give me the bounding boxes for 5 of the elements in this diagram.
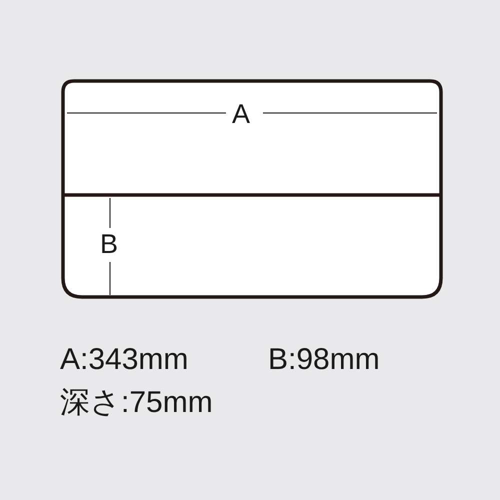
dimension-label: A:343mm: [60, 342, 188, 378]
dimension-label: 深さ:75mm: [60, 385, 213, 421]
dimension-label: B:98mm: [268, 342, 380, 378]
dimension-label: B: [100, 228, 118, 260]
dimension-label: A: [232, 98, 250, 130]
